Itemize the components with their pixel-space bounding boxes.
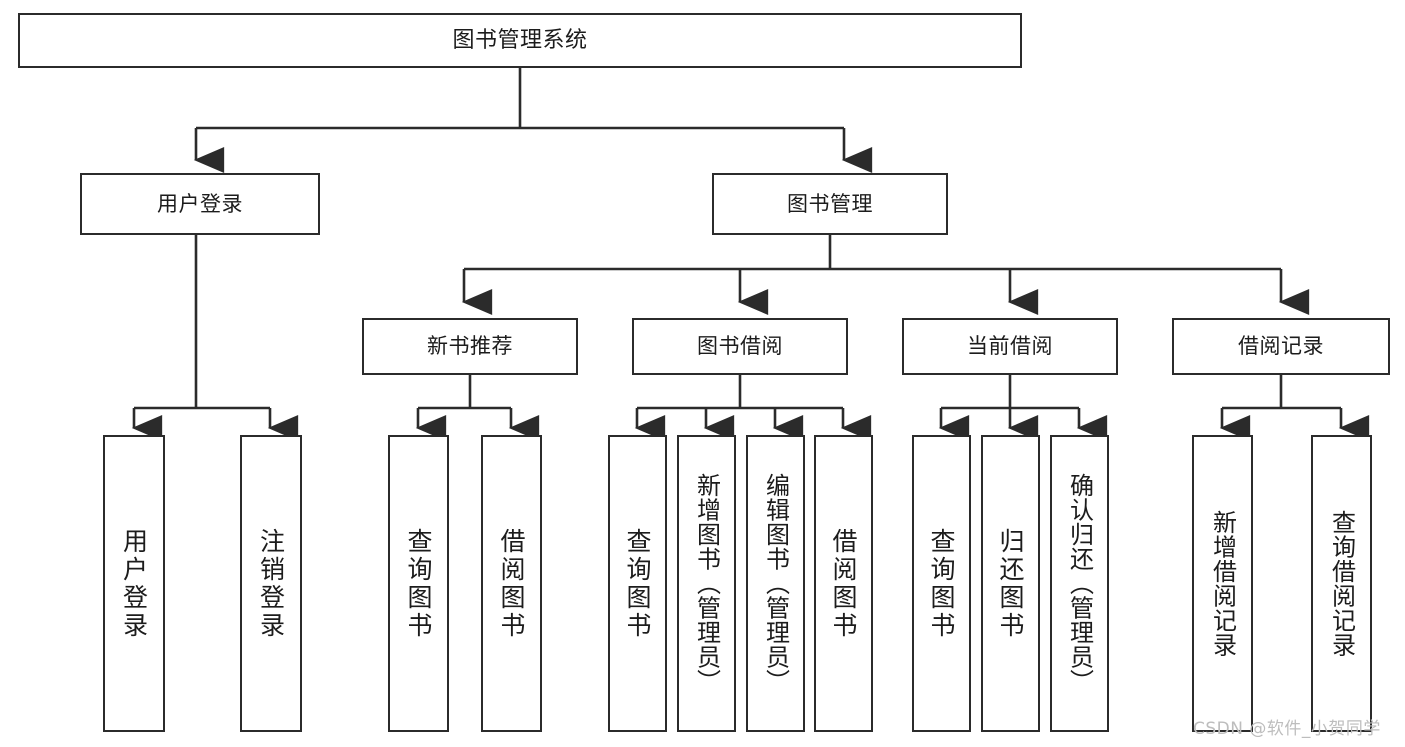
node-leaf-borrow-book-2-label: 借阅图书 xyxy=(829,527,858,640)
node-leaf-edit-book-label: 编辑图书（管理员） xyxy=(761,473,790,694)
node-book-manage-label: 图书管理 xyxy=(787,191,873,216)
node-leaf-return-book-label: 归还图书 xyxy=(996,527,1025,640)
node-leaf-return-book[interactable]: 归还图书 xyxy=(981,435,1040,732)
csdn-watermark: CSDN @软件_小贺同学 xyxy=(1193,719,1381,739)
node-new-book-recommend[interactable]: 新书推荐 xyxy=(362,318,578,375)
node-leaf-query-book-2-label: 查询图书 xyxy=(623,527,652,640)
node-user-login-label: 用户登录 xyxy=(157,191,243,216)
node-leaf-borrow-book-1[interactable]: 借阅图书 xyxy=(481,435,542,732)
node-root[interactable]: 图书管理系统 xyxy=(18,13,1022,68)
node-leaf-edit-book[interactable]: 编辑图书（管理员） xyxy=(746,435,805,732)
node-borrow-record-label: 借阅记录 xyxy=(1238,334,1324,359)
node-new-book-recommend-label: 新书推荐 xyxy=(427,334,513,359)
node-leaf-logout[interactable]: 注销登录 xyxy=(240,435,302,732)
node-leaf-query-book-1[interactable]: 查询图书 xyxy=(388,435,449,732)
node-leaf-add-record-label: 新增借阅记录 xyxy=(1208,510,1237,657)
node-leaf-query-book-1-label: 查询图书 xyxy=(404,527,433,640)
node-leaf-query-book-3-label: 查询图书 xyxy=(927,527,956,640)
node-leaf-borrow-book-1-label: 借阅图书 xyxy=(497,527,526,640)
node-leaf-confirm-return-label: 确认归还（管理员） xyxy=(1065,473,1094,694)
node-root-label: 图书管理系统 xyxy=(452,27,588,53)
node-leaf-borrow-book-2[interactable]: 借阅图书 xyxy=(814,435,873,732)
node-leaf-confirm-return[interactable]: 确认归还（管理员） xyxy=(1050,435,1109,732)
node-book-manage[interactable]: 图书管理 xyxy=(712,173,948,235)
node-leaf-add-book[interactable]: 新增图书（管理员） xyxy=(677,435,736,732)
node-leaf-user-login-label: 用户登录 xyxy=(119,527,149,640)
node-book-borrow[interactable]: 图书借阅 xyxy=(632,318,848,375)
node-leaf-add-record[interactable]: 新增借阅记录 xyxy=(1192,435,1253,732)
node-leaf-query-record[interactable]: 查询借阅记录 xyxy=(1311,435,1372,732)
node-current-borrow-label: 当前借阅 xyxy=(967,334,1053,359)
node-leaf-query-record-label: 查询借阅记录 xyxy=(1327,510,1356,657)
node-borrow-record[interactable]: 借阅记录 xyxy=(1172,318,1390,375)
node-leaf-logout-label: 注销登录 xyxy=(256,527,286,640)
node-leaf-add-book-label: 新增图书（管理员） xyxy=(692,473,721,694)
node-current-borrow[interactable]: 当前借阅 xyxy=(902,318,1118,375)
node-leaf-query-book-3[interactable]: 查询图书 xyxy=(912,435,971,732)
node-leaf-query-book-2[interactable]: 查询图书 xyxy=(608,435,667,732)
node-book-borrow-label: 图书借阅 xyxy=(697,334,783,359)
node-leaf-user-login[interactable]: 用户登录 xyxy=(103,435,165,732)
node-user-login[interactable]: 用户登录 xyxy=(80,173,320,235)
